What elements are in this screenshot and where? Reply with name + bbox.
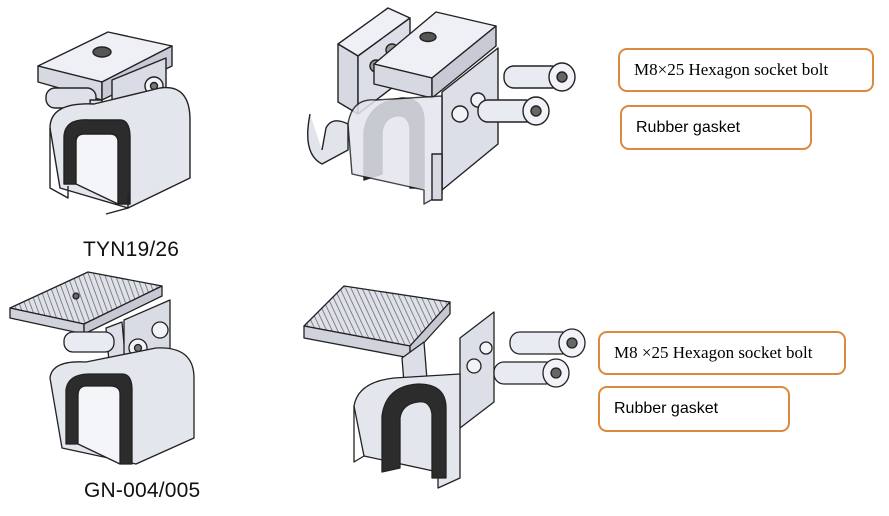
gn-clamp-exploded-image xyxy=(298,282,598,504)
gn-clamp-assembled-image xyxy=(6,268,206,478)
callout-bolt-gn: M8 ×25 Hexagon socket bolt xyxy=(598,331,846,375)
callout-bolt-tyn: M8×25 Hexagon socket bolt xyxy=(618,48,874,92)
callout-gasket-tyn: Rubber gasket xyxy=(620,105,812,150)
model-label-tyn: TYN19/26 xyxy=(83,238,180,261)
tyn-clamp-assembled-image xyxy=(20,8,210,230)
tyn-clamp-exploded-image xyxy=(292,4,592,214)
callout-gasket-gn: Rubber gasket xyxy=(598,386,790,432)
model-label-gn: GN-004/005 xyxy=(84,479,201,502)
